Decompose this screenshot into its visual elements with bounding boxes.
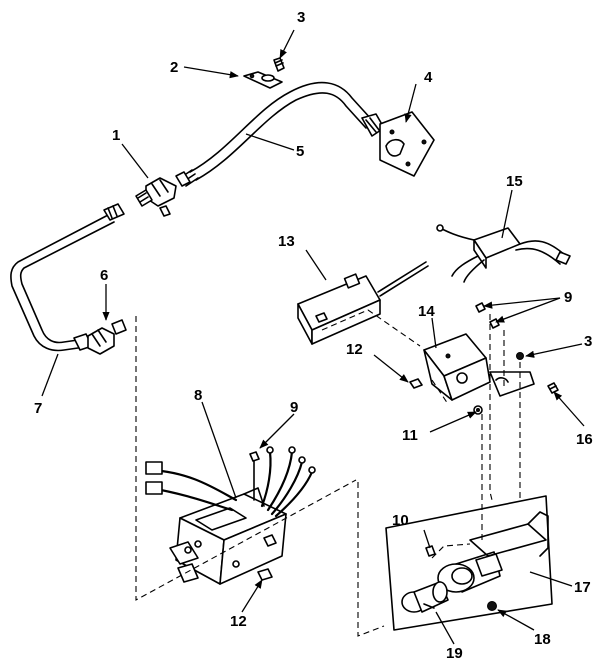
screws-part-9-upper: [475, 302, 500, 329]
callout-3-right: 3: [584, 333, 592, 350]
callout-3-top: 3: [297, 9, 305, 26]
callout-4: 4: [424, 69, 433, 86]
callout-12-lower: 12: [230, 613, 247, 630]
callout-9-lower: 9: [290, 399, 298, 416]
callout-7: 7: [34, 400, 42, 417]
callout-16: 16: [576, 431, 593, 448]
callout-8: 8: [194, 387, 202, 404]
screw-part-3-right: [516, 352, 524, 360]
callout-11: 11: [402, 427, 418, 444]
leader-lines: [41, 29, 585, 645]
callout-13: 13: [278, 233, 295, 250]
callout-1: 1: [112, 127, 120, 144]
harness-part-15: [436, 224, 571, 283]
nut-part-12-upper: [409, 378, 423, 389]
callout-14: 14: [418, 303, 435, 320]
connector-part-1: [135, 171, 191, 217]
callout-17: 17: [574, 579, 591, 596]
screw-part-16: [547, 382, 559, 394]
clamp-part-2: [243, 71, 283, 89]
callout-2: 2: [170, 59, 178, 76]
alignment-lines: [135, 309, 521, 637]
callout-5: 5: [296, 143, 304, 160]
callout-19: 19: [446, 645, 463, 662]
gas-tube-part-5: [179, 81, 385, 187]
bracket-part-14: [423, 333, 535, 401]
gas-valve-part-8: [145, 446, 316, 585]
callout-6: 6: [100, 267, 108, 284]
burner-assembly-part-17: [385, 495, 553, 631]
callout-9-upper: 9: [564, 289, 572, 306]
igniter-part-13: [297, 261, 429, 345]
nut-part-12-lower: [257, 568, 273, 581]
callout-12-upper: 12: [346, 341, 363, 358]
fitting-part-6: [87, 319, 127, 355]
callout-10: 10: [392, 512, 409, 529]
burner-cap-part-19: [401, 581, 449, 613]
screw-part-3-top: [273, 57, 285, 72]
callout-15: 15: [506, 173, 523, 190]
plate-part-4: [379, 111, 435, 177]
callout-18: 18: [534, 631, 551, 648]
nut-part-18: [487, 601, 497, 611]
callout-labels: 1 2 3 4 5 6 7 8 9 9 10 11 12 12 13 14 15…: [34, 9, 593, 662]
